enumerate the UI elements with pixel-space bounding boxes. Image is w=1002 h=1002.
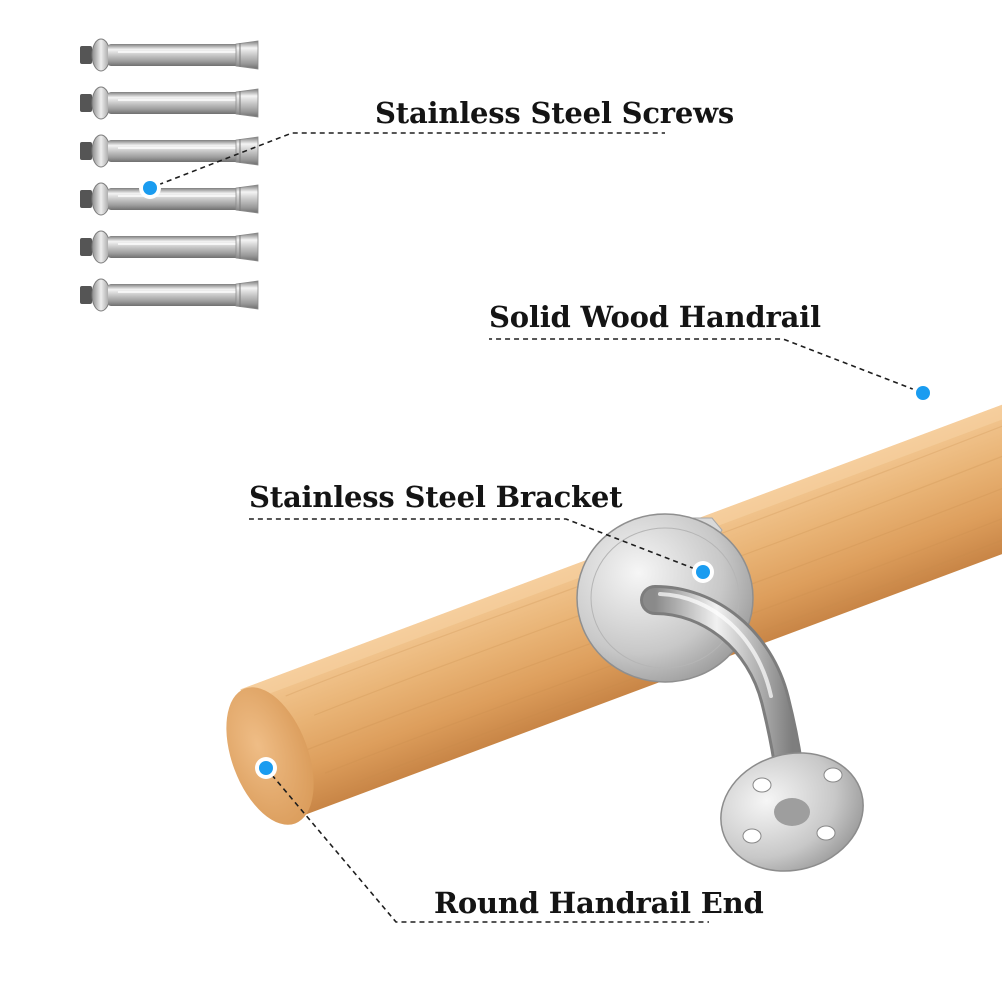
label-solid-wood-handrail: Solid Wood Handrail <box>489 300 821 334</box>
handrail-leader <box>489 338 924 394</box>
end-leader <box>265 767 709 923</box>
screw <box>80 278 259 312</box>
round-handrail-end <box>226 687 314 825</box>
stainless-steel-bracket <box>576 513 864 872</box>
label-stainless-steel-bracket: Stainless Steel Bracket <box>249 480 623 514</box>
screw <box>80 230 259 264</box>
screw <box>80 134 259 168</box>
label-stainless-steel-screws: Stainless Steel Screws <box>375 96 735 130</box>
screw <box>80 38 259 72</box>
screw <box>80 86 259 120</box>
leader-lines <box>149 132 924 923</box>
screw <box>80 182 259 216</box>
screws-leader <box>149 132 665 189</box>
markers <box>139 177 934 779</box>
stainless-steel-screws <box>80 38 259 312</box>
label-round-handrail-end: Round Handrail End <box>434 886 764 920</box>
bracket-leader <box>249 518 704 573</box>
